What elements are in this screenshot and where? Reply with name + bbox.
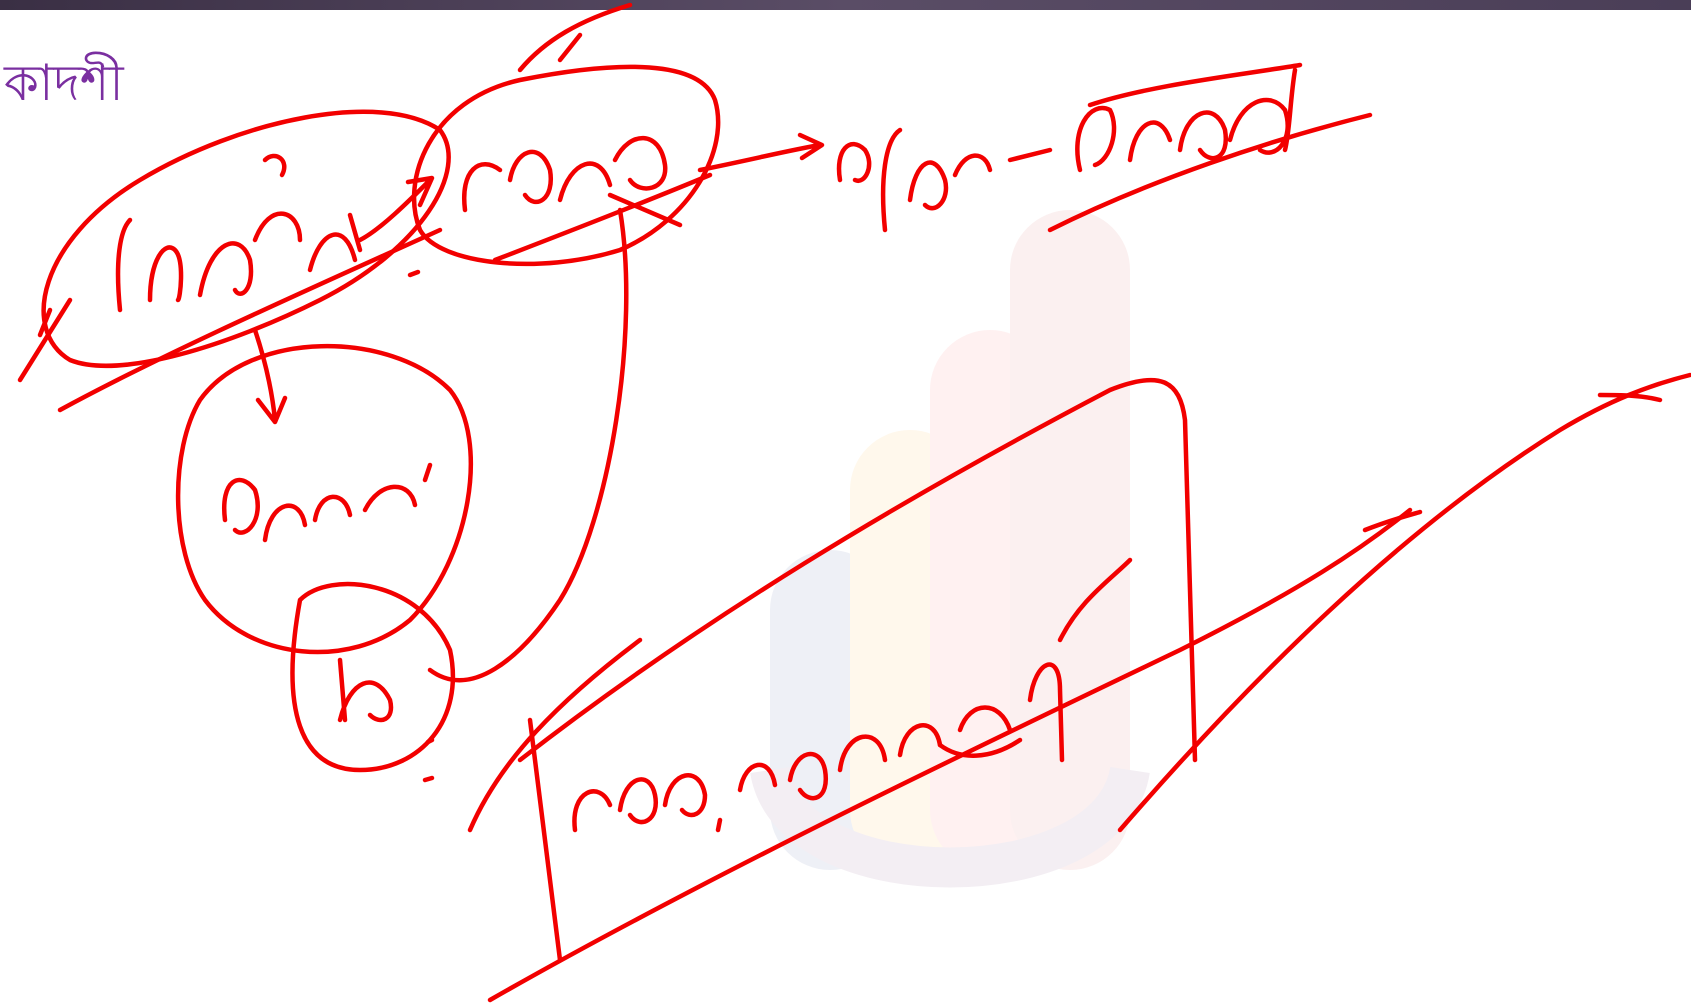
ink-stroke [1047, 112, 1373, 233]
ink-stroke [337, 657, 394, 723]
ink-ellipse-middle [411, 64, 721, 267]
slide-title: একাদশী [0, 54, 124, 112]
ink-stroke [1117, 372, 1691, 833]
ink-stroke [425, 737, 435, 745]
ink-stroke [836, 127, 993, 233]
ink-stroke [407, 269, 421, 278]
top-bar [0, 0, 1691, 10]
ink-stroke [487, 507, 1413, 1003]
ink-stroke [1087, 62, 1303, 153]
ink-stroke [1362, 509, 1423, 533]
ink-box [517, 377, 1198, 963]
ink-stroke [572, 557, 1133, 833]
ink-stroke [937, 737, 1023, 758]
ink-stroke [517, 2, 633, 73]
ink-stroke [492, 172, 713, 263]
ink-stroke [467, 637, 643, 833]
ink-stroke [221, 462, 433, 543]
ink-stroke [427, 207, 629, 683]
ink-stroke [17, 297, 73, 383]
ink-stroke [1007, 147, 1053, 163]
ink-stroke [115, 153, 363, 313]
ink-stroke [1075, 97, 1290, 173]
ink-stroke [252, 327, 288, 425]
ink-stroke [422, 775, 435, 783]
ink-ellipse-left [41, 109, 451, 368]
ink-stroke [37, 307, 53, 338]
ink-stroke [57, 227, 443, 413]
ink-stroke [697, 132, 825, 173]
ink-stroke [607, 192, 683, 228]
ink-stroke [1597, 392, 1663, 403]
ink-stroke [461, 135, 668, 213]
